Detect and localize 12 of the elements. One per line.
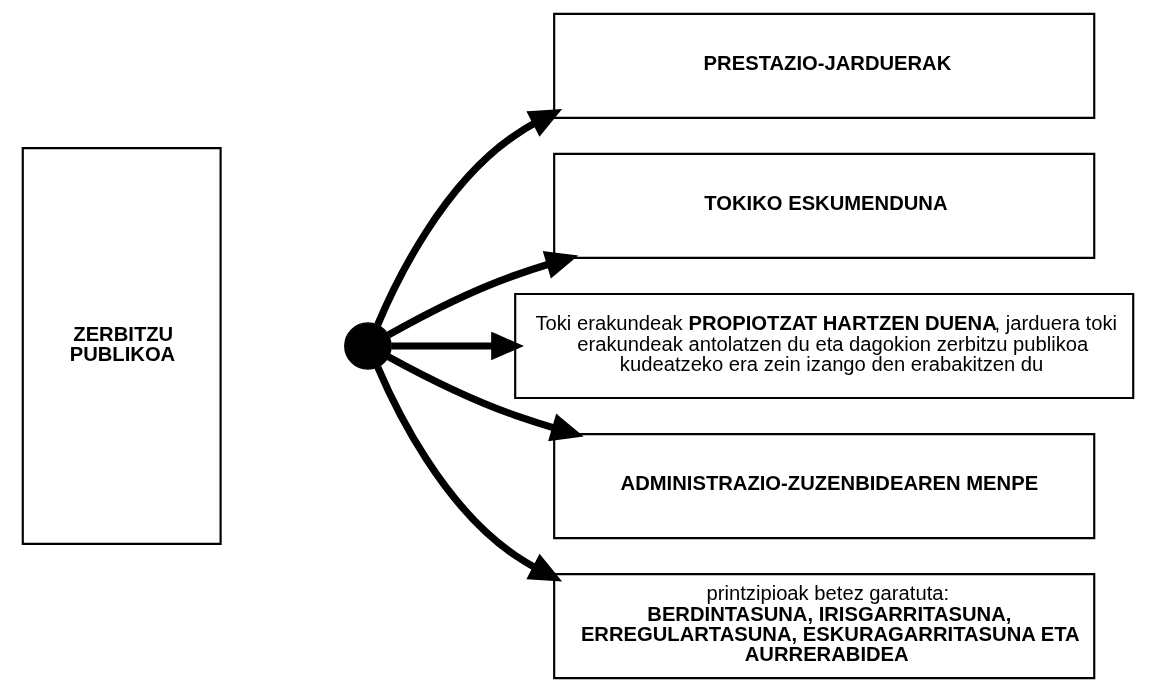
arrow bbox=[386, 353, 584, 442]
node-box: Toki erakundeak PROPIOTZAT HARTZEN DUENA, jarduera toki erakundeak antolatzen du eta dagokion zerbitzu publikoa kudeatzeko era zein izango den erabakitzen du bbox=[513, 292, 1134, 400]
arrow bbox=[373, 109, 562, 327]
node-circle bbox=[343, 322, 392, 370]
node-box: ZERBITZU PUBLIKOA bbox=[21, 147, 222, 545]
node-box: TOKIKO ESKUMENDUNA bbox=[552, 152, 1095, 259]
arrow bbox=[386, 251, 578, 339]
node-box: printzipioak betez garatuta: BERDINTASUNA, IRISGARRITASUNA, ERREGULARTASUNA, ESKURAGARRITASUNA ETA AURRERABIDEA bbox=[552, 573, 1095, 680]
arrow bbox=[390, 331, 524, 361]
node-box: ADMINISTRAZIO-ZUZENBIDEAREN MENPE bbox=[552, 433, 1095, 540]
node-box: PRESTAZIO-JARDUERAK bbox=[552, 12, 1095, 119]
arrow bbox=[373, 365, 562, 582]
